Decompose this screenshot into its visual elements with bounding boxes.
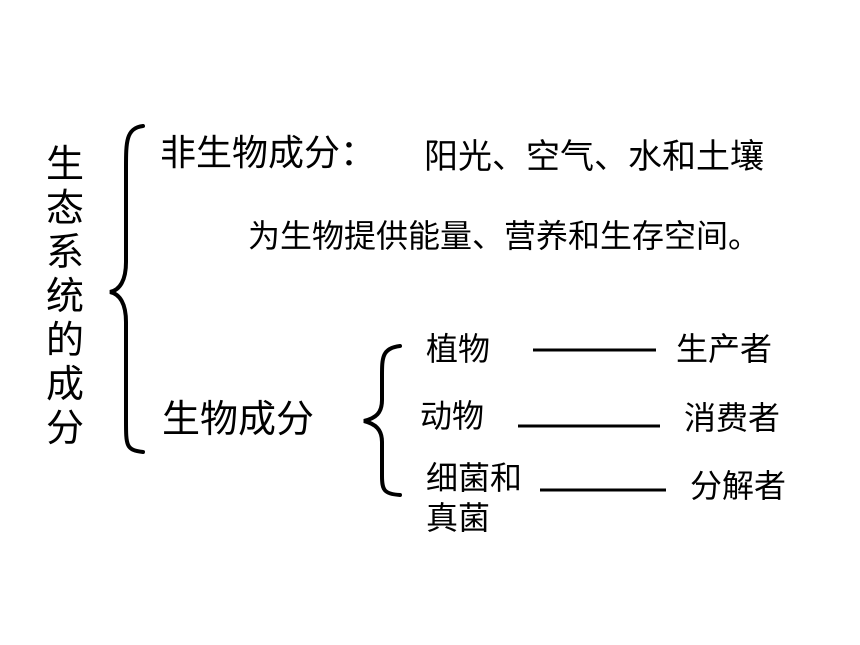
role-consumer: 消费者 [684, 399, 781, 437]
abiotic-items: 阳光、空气、水和土壤 [424, 137, 764, 177]
abiotic-role: 为生物提供能量、营养和生存空间。 [248, 217, 761, 255]
main-brace [109, 124, 145, 454]
sub-brace [363, 344, 402, 497]
biotic-label: 生物成分 [162, 397, 315, 441]
organism-plant: 植物 [426, 330, 491, 368]
abiotic-label: 非生物成分： [160, 133, 377, 174]
root-label: 生态系统的成分 [45, 142, 84, 450]
role-decomposer: 分解者 [690, 467, 787, 505]
organism-microbe: 细菌和真菌 [426, 459, 523, 537]
role-producer: 生产者 [676, 330, 773, 368]
organism-animal: 动物 [420, 397, 485, 435]
